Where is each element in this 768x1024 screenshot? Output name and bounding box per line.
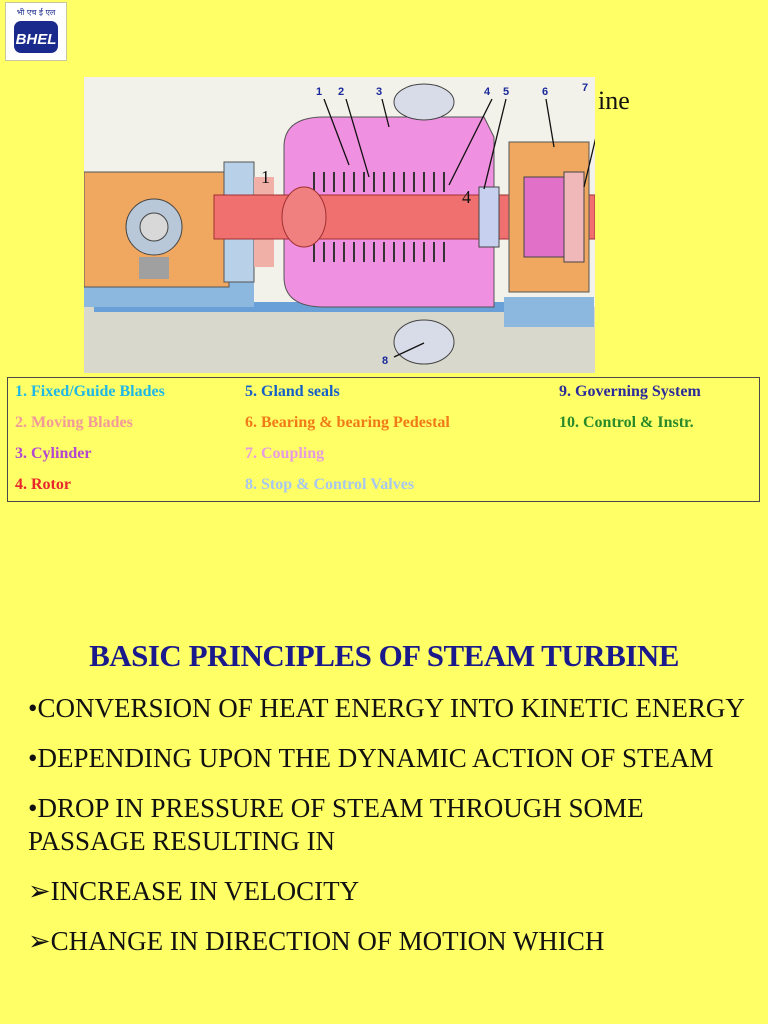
callout-1: 1: [316, 86, 322, 98]
bullet-heat-to-kinetic: •CONVERSION OF HEAT ENERGY INTO KINETIC …: [28, 693, 745, 723]
legend-item-cylinder: 3. Cylinder: [15, 445, 92, 462]
inline-mark-1: 1: [261, 167, 270, 187]
legend-item-stop-control-valves: 8. Stop & Control Valves: [245, 476, 415, 493]
callout-6: 6: [542, 86, 548, 98]
slide-title-fragment: ine: [598, 86, 630, 115]
legend-item-rotor: 4. Rotor: [15, 476, 71, 493]
bullet-pressure-drop: •DROP IN PRESSURE OF STEAM THROUGH SOME …: [28, 793, 644, 856]
callout-2: 2: [338, 86, 344, 98]
component-legend: 1. Fixed/Guide Blades 2. Moving Blades 3…: [7, 377, 760, 502]
legend-item-fixed-guide-blades: 1. Fixed/Guide Blades: [15, 383, 165, 400]
logo-top-text: भी एच ई एल: [17, 7, 56, 17]
callout-4: 4: [484, 86, 491, 98]
callout-7: 7: [582, 82, 588, 94]
company-logo: भी एच ई एल BHEL: [5, 2, 67, 61]
turbine-cross-section-diagram: 1 2 3 4 5 6 7 8 1 4: [84, 77, 595, 373]
callout-5: 5: [503, 86, 509, 98]
callout-3: 3: [376, 86, 382, 98]
logo-mark-text: BHEL: [16, 31, 57, 48]
sub-bullet-velocity-increase: ➢INCREASE IN VELOCITY: [28, 876, 360, 906]
legend-item-bearing-pedestal: 6. Bearing & bearing Pedestal: [245, 414, 450, 431]
sub-bullet-direction-change: ➢CHANGE IN DIRECTION OF MOTION WHICH: [28, 926, 605, 956]
legend-item-gland-seals: 5. Gland seals: [245, 383, 340, 400]
legend-item-moving-blades: 2. Moving Blades: [15, 414, 133, 431]
section-heading: BASIC PRINCIPLES OF STEAM TURBINE: [89, 638, 679, 673]
legend-item-control-instr: 10. Control & Instr.: [559, 414, 694, 431]
bullet-dynamic-action: •DEPENDING UPON THE DYNAMIC ACTION OF ST…: [28, 743, 714, 773]
legend-item-coupling: 7. Coupling: [245, 445, 325, 462]
inline-mark-4: 4: [462, 187, 471, 207]
legend-item-governing-system: 9. Governing System: [559, 383, 701, 400]
callout-8: 8: [382, 355, 388, 367]
principles-list: •CONVERSION OF HEAT ENERGY INTO KINETIC …: [28, 692, 758, 975]
